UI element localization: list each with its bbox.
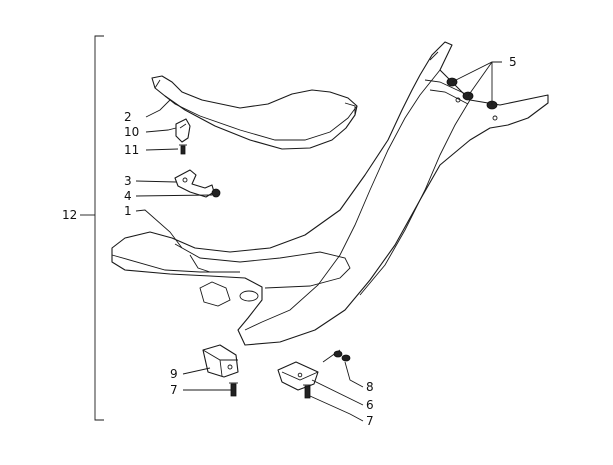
grommet-8 [322,349,351,363]
callout-4: 4 [124,189,132,203]
assembly-bracket-12 [80,35,104,421]
callout-6: 6 [366,398,374,412]
screw-7-right [303,384,312,399]
callout-9: 9 [170,367,178,381]
upper-saddle-piece [151,75,358,150]
clip-10 [175,118,191,143]
nut-4 [211,188,221,198]
callout-11: 11 [124,143,140,157]
callout-8: 8 [366,380,374,394]
bracket-3 [174,169,215,198]
screw-11 [179,144,187,155]
callout-1: 1 [124,204,132,218]
callout-5: 5 [509,55,517,69]
callout-10: 10 [124,125,140,139]
callout-12: 12 [62,208,78,222]
plate-6 [277,361,319,391]
main-curved-panel [111,41,549,346]
screw-7-left [229,382,238,397]
callout-2: 2 [124,110,132,124]
callout-3: 3 [124,174,132,188]
callout-7-left: 7 [170,383,178,397]
plate-9 [202,344,239,378]
leader-lines [135,61,502,422]
callout-7-right: 7 [366,414,374,428]
